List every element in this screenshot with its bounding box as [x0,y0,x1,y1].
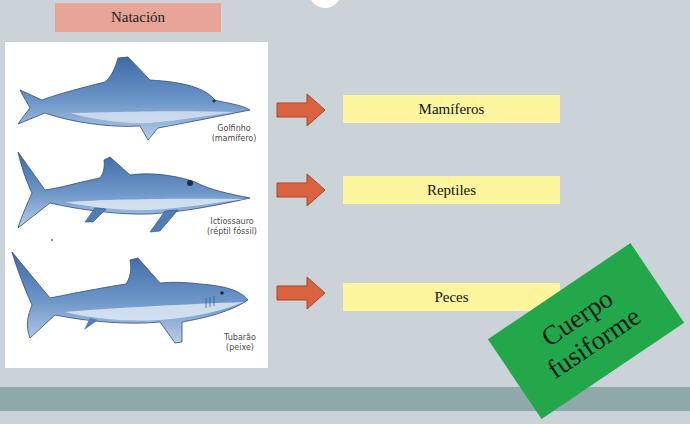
title-box: Natación [55,3,221,32]
image-panel [5,42,268,368]
dolphin-body [18,57,250,140]
ichthyosaur-belly [65,199,245,211]
shark-drawing [12,252,248,343]
stray-dot [51,239,53,241]
block-arrow [277,94,325,126]
dolphin-eye [213,100,216,103]
ichthyosaur-rear-fin [85,208,106,222]
block-arrow [277,277,325,309]
box-text: Mamíferos [419,101,485,118]
block-arrow [277,174,325,206]
image-caption: Golfinho (mamífero) [201,124,267,144]
title-text: Natación [111,9,165,26]
shark-belly [65,302,244,321]
shark-eye [220,291,224,295]
ichthyosaur-fin [150,210,178,232]
box-text: Reptiles [427,182,476,199]
box-text: Cuerpo fusiforme [498,258,674,403]
shark-gills [206,296,214,308]
class-box: Reptiles [343,176,560,204]
box-text: Peces [434,289,468,306]
shark-pelvic-fin [84,318,98,330]
ichthyosaur-eye [187,180,193,186]
dolphin-belly [70,111,235,123]
arrows [277,94,325,309]
ichthyosaur-body [18,152,250,228]
bottom-band [0,387,690,411]
class-box: Mamíferos [343,95,560,123]
shark-body [12,252,248,343]
class-box: Peces [343,283,560,311]
image-caption: Tubarão (peixe) [216,333,264,353]
image-caption: Ictiossauro (réptil fóssil) [199,217,265,237]
dolphin-drawing [18,57,250,140]
top-circle [309,0,341,8]
